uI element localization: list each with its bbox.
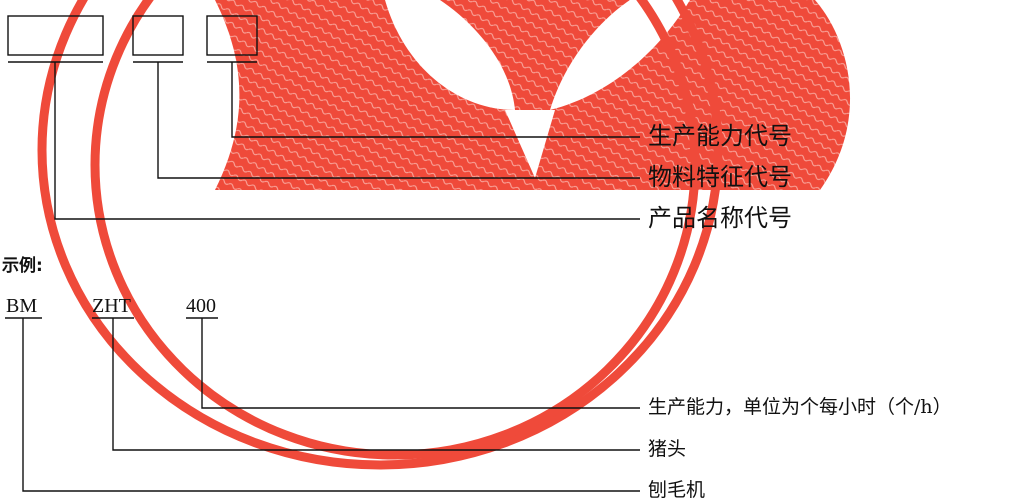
example-heading: 示例: <box>2 256 43 276</box>
watermark-ring-outer <box>37 0 723 470</box>
example-capacity-description: 生产能力，单位为个每小时（个/h） <box>648 396 952 418</box>
material-code-label: 物料特征代号 <box>648 163 792 191</box>
product-leader <box>54 62 640 220</box>
example-material-code: ZHT <box>92 295 131 317</box>
example-product-description: 刨毛机 <box>648 479 706 501</box>
product-code-box <box>7 15 104 56</box>
example-material-description: 猪头 <box>648 438 687 460</box>
example-capacity-leader <box>201 318 640 409</box>
example-material-leader <box>112 318 640 451</box>
example-product-leader <box>22 318 640 492</box>
example-product-code: BM <box>6 295 38 317</box>
material-code-box <box>132 15 184 56</box>
material-leader <box>157 62 640 179</box>
capacity-code-box <box>206 15 258 56</box>
example-capacity-code: 400 <box>186 295 216 317</box>
capacity-leader <box>231 62 640 138</box>
watermark-ring-inner <box>90 0 700 460</box>
watermark-petal-left <box>385 0 515 110</box>
capacity-code-label: 生产能力代号 <box>648 122 792 150</box>
product-code-label: 产品名称代号 <box>648 204 792 232</box>
watermark-wedge <box>505 110 555 178</box>
